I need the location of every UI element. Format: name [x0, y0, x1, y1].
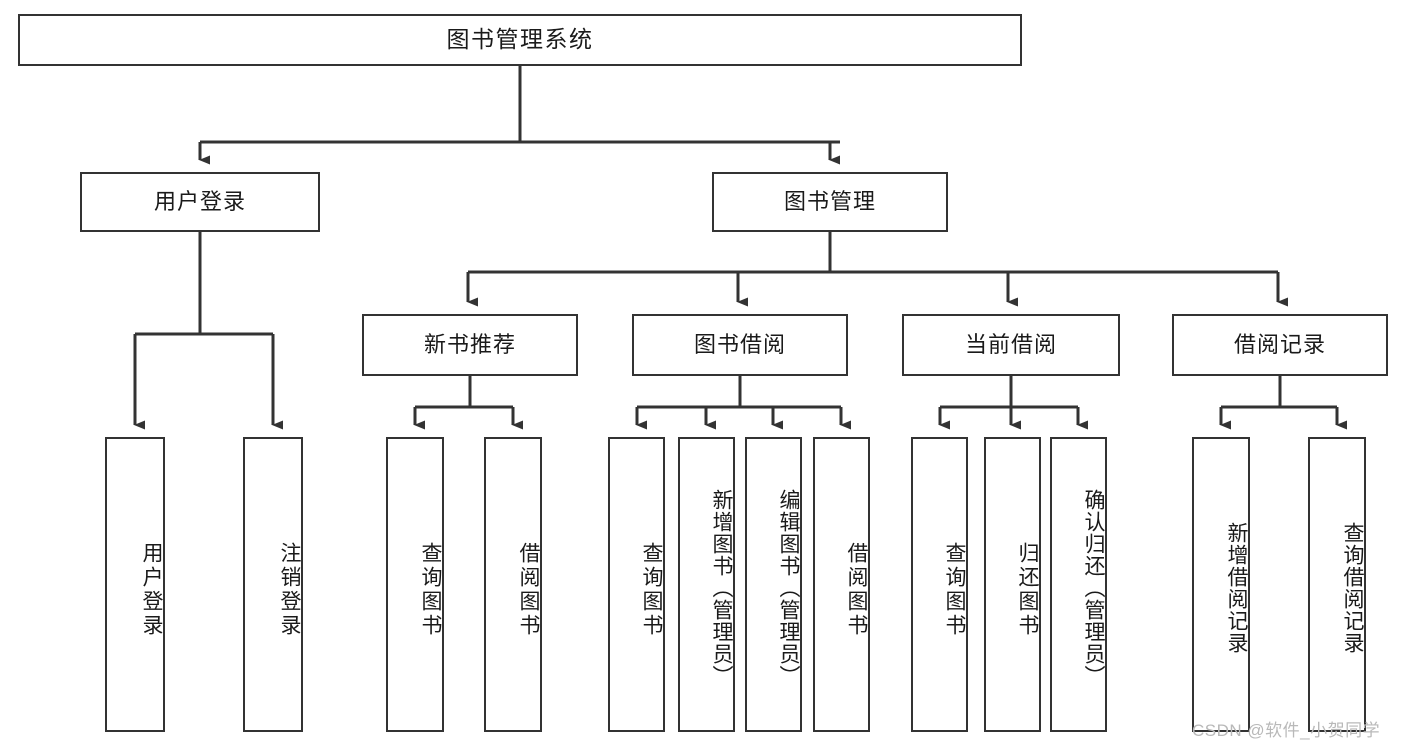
leaf-edit-book-admin[interactable]: 编辑图书（管理员） [745, 437, 802, 732]
leaf-borrow-books-recommend[interactable]: 借阅图书 [484, 437, 542, 732]
node-user-login[interactable]: 用户登录 [80, 172, 320, 232]
leaf-borrow-books[interactable]: 借阅图书 [813, 437, 870, 732]
node-new-book-recommend[interactable]: 新书推荐 [362, 314, 578, 376]
leaf-query-books-current[interactable]: 查询图书 [911, 437, 968, 732]
leaf-user-login[interactable]: 用户登录 [105, 437, 165, 732]
leaf-logout[interactable]: 注销登录 [243, 437, 303, 732]
leaf-query-books-borrow[interactable]: 查询图书 [608, 437, 665, 732]
node-book-borrow[interactable]: 图书借阅 [632, 314, 848, 376]
node-current-borrow[interactable]: 当前借阅 [902, 314, 1120, 376]
leaf-add-borrow-record[interactable]: 新增借阅记录 [1192, 437, 1250, 732]
leaf-query-books-recommend[interactable]: 查询图书 [386, 437, 444, 732]
node-root-system[interactable]: 图书管理系统 [18, 14, 1022, 66]
node-borrow-records[interactable]: 借阅记录 [1172, 314, 1388, 376]
leaf-confirm-return-admin[interactable]: 确认归还（管理员） [1050, 437, 1107, 732]
leaf-query-borrow-record[interactable]: 查询借阅记录 [1308, 437, 1366, 732]
node-book-management[interactable]: 图书管理 [712, 172, 948, 232]
leaf-return-books[interactable]: 归还图书 [984, 437, 1041, 732]
csdn-watermark: CSDN @软件_小贺同学 [1192, 721, 1381, 740]
leaf-add-book-admin[interactable]: 新增图书（管理员） [678, 437, 735, 732]
